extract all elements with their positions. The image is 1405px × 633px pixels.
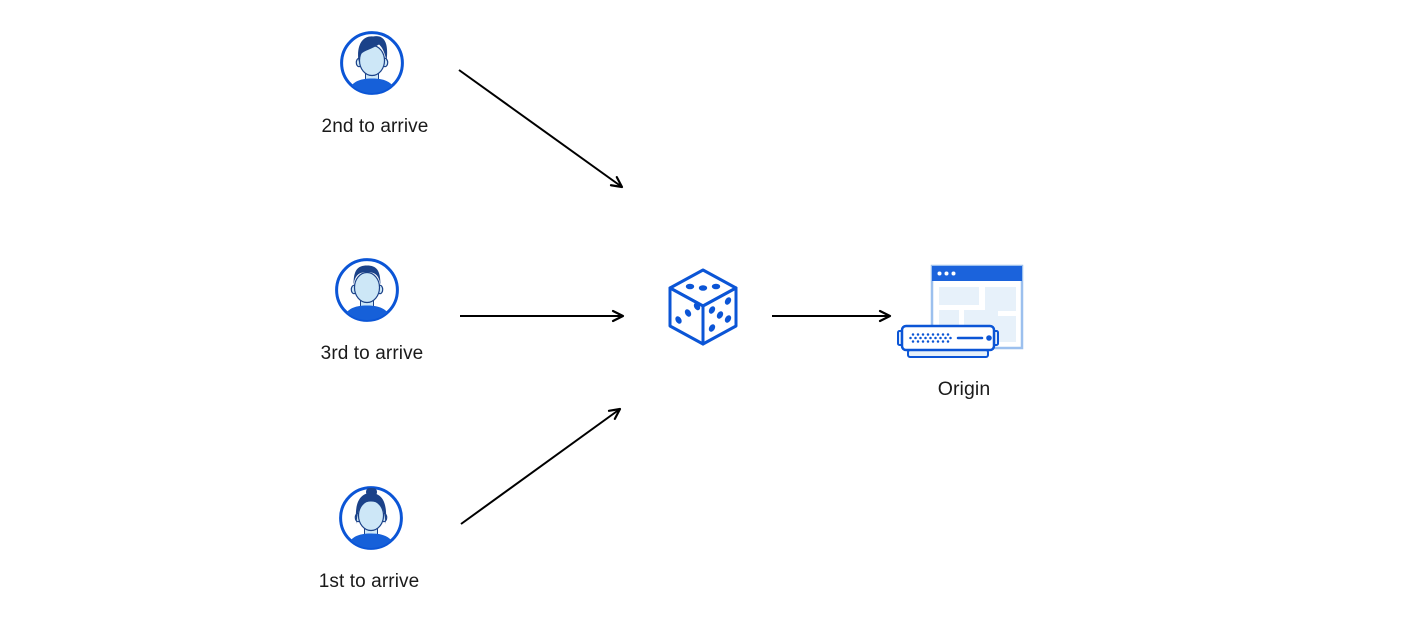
origin-label: Origin: [937, 378, 991, 400]
visitor-3rd-label: 3rd to arrive: [320, 343, 424, 364]
dice-icon: [668, 268, 738, 346]
avatar-man-pompadour-icon: [340, 31, 404, 95]
node-visitor-3rd: 3rd to arrive: [321, 256, 423, 364]
node-visitor-2nd: 2nd to arrive: [322, 29, 428, 137]
arrow-visitor-2nd-to-dice: [458, 69, 624, 189]
avatar-woman-bun-icon: [339, 486, 403, 550]
node-visitor-1st: 1st to arrive: [319, 484, 419, 592]
node-randomizer: [665, 265, 741, 356]
arrow-visitor-1st-to-dice: [460, 407, 622, 525]
avatar-man-flattop-icon: [335, 258, 399, 322]
visitor-1st-label: 1st to arrive: [318, 571, 420, 592]
origin-server-browser-icon: [897, 264, 1024, 358]
visitor-2nd-label: 2nd to arrive: [321, 116, 429, 137]
node-origin: Origin: [896, 260, 1028, 400]
